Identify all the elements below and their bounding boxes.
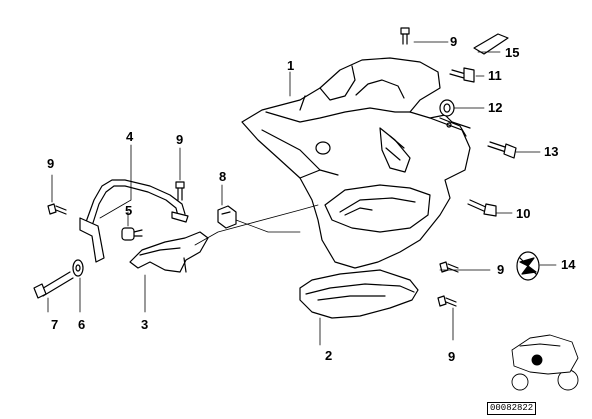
callout-10: 10 [516,206,531,221]
callout-9-lower: 9 [448,349,456,364]
strip-part-15 [473,33,509,55]
callout-6: 6 [78,317,86,332]
screw-part-9-top [400,27,410,45]
bolt-part-7 [33,271,74,299]
callout-9-top: 9 [450,34,458,49]
callout-9-left: 9 [47,156,55,171]
screw-part-9-right [439,261,459,273]
fairing-panel-part-1 [241,57,471,269]
callout-2: 2 [325,348,333,363]
screw-part-9-lower [437,295,457,307]
handle-part-4 [79,179,189,263]
screw-part-9-left [47,203,67,215]
clip-nut-part-8 [217,205,237,229]
motorcycle-thumbnail [485,322,583,412]
grommet-part-12 [439,99,455,117]
screw-part-9-mid [175,181,185,201]
callout-5: 5 [125,203,133,218]
document-number: 00082822 [487,402,537,415]
washer-part-6 [72,259,84,277]
bracket-part-3 [129,231,209,273]
emblem-part-14 [516,251,540,281]
lower-cover-part-2 [299,269,419,319]
bolt-part-13 [487,141,517,159]
leader-lines [47,41,557,346]
screw-part-11 [449,67,475,83]
callout-14: 14 [561,257,576,272]
callout-13: 13 [544,144,559,159]
callout-7: 7 [51,317,59,332]
screw-part-10 [467,199,497,217]
sleeve-part-5 [121,227,143,241]
callout-8: 8 [219,169,227,184]
callout-3: 3 [141,317,149,332]
callout-9-mid: 9 [176,132,184,147]
callout-12: 12 [488,100,503,115]
callout-11: 11 [488,68,502,83]
callout-4: 4 [126,129,134,144]
callout-1: 1 [287,58,295,73]
callout-15: 15 [505,45,520,60]
callout-9-right: 9 [497,262,505,277]
